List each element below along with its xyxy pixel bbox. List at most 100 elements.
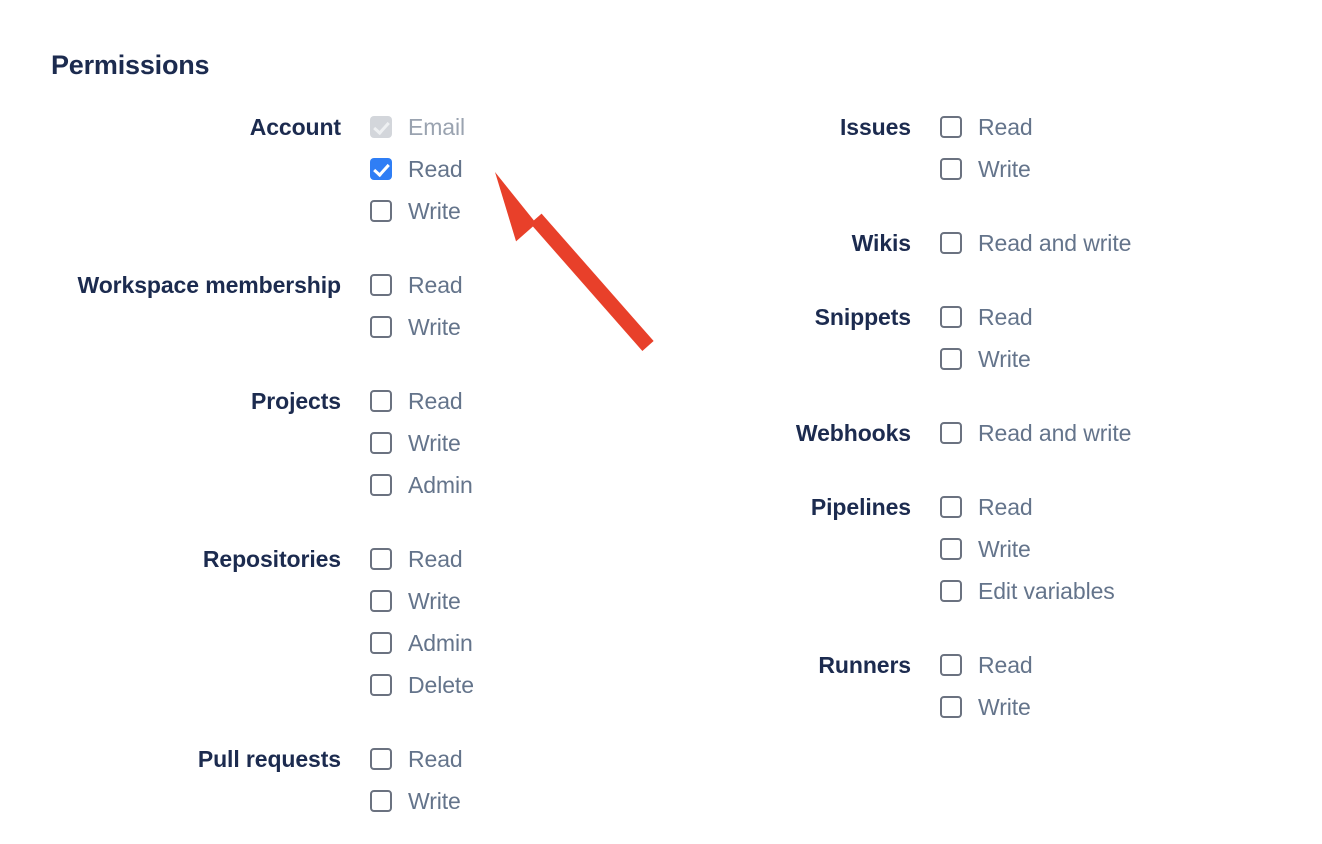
permission-option-label: Write (978, 693, 1031, 720)
page-title: Permissions (51, 50, 210, 80)
checkbox-unchecked[interactable] (940, 538, 962, 560)
permission-option-row[interactable]: Write (370, 190, 660, 232)
checkbox-unchecked[interactable] (940, 496, 962, 518)
permission-option-row[interactable]: Read (370, 538, 660, 580)
checkbox-unchecked[interactable] (370, 674, 392, 696)
permission-option-list: Read and write (911, 222, 1322, 264)
checkbox-checked[interactable] (370, 158, 392, 180)
permission-group-label: Webhooks (795, 420, 911, 446)
permission-option-row[interactable]: Write (370, 422, 660, 464)
permission-option-row[interactable]: Write (940, 528, 1322, 570)
permission-group: Wikis Read and write (660, 222, 1322, 264)
permission-option-row[interactable]: Read and write (940, 222, 1322, 264)
checkbox-unchecked[interactable] (370, 748, 392, 770)
permission-option-row[interactable]: Delete (370, 664, 660, 706)
permission-option-row[interactable]: Read and write (940, 412, 1322, 454)
checkbox-unchecked[interactable] (370, 274, 392, 296)
checkbox-unchecked[interactable] (370, 432, 392, 454)
checkbox-unchecked[interactable] (370, 390, 392, 412)
permission-group-label: Projects (251, 388, 341, 414)
permission-option-label: Edit variables (978, 577, 1115, 604)
checkbox-unchecked[interactable] (940, 422, 962, 444)
checkbox-unchecked[interactable] (370, 590, 392, 612)
permission-group: Webhooks Read and write (660, 412, 1322, 454)
permission-option-row[interactable]: Read (940, 106, 1322, 148)
checkbox-unchecked[interactable] (370, 474, 392, 496)
checkbox-unchecked[interactable] (370, 316, 392, 338)
permission-option-list: Read and write (911, 412, 1322, 454)
checkbox-unchecked[interactable] (940, 232, 962, 254)
permission-option-label: Write (408, 197, 461, 224)
permission-option-label: Write (978, 535, 1031, 562)
permission-group-label: Repositories (202, 546, 341, 572)
permission-option-label: Admin (408, 471, 473, 498)
permission-group-label: Wikis (851, 230, 911, 256)
permission-option-row[interactable]: Read (940, 296, 1322, 338)
permission-option-row[interactable]: Admin (370, 622, 660, 664)
checkbox-unchecked[interactable] (940, 696, 962, 718)
permission-option-row[interactable]: Read (940, 644, 1322, 686)
permission-option-row[interactable]: Admin (370, 464, 660, 506)
permission-option-label: Read (408, 387, 463, 414)
checkbox-unchecked[interactable] (940, 654, 962, 676)
checkbox-unchecked[interactable] (370, 200, 392, 222)
permission-option-label: Read (408, 155, 463, 182)
permission-option-label: Read (978, 493, 1033, 520)
checkbox-unchecked[interactable] (370, 548, 392, 570)
permission-option-row[interactable]: Read (370, 264, 660, 306)
permission-option-row[interactable]: Write (370, 780, 660, 822)
permission-option-row[interactable]: Read (370, 380, 660, 422)
permission-option-row[interactable]: Write (940, 148, 1322, 190)
checkbox-unchecked[interactable] (940, 158, 962, 180)
checkbox-unchecked[interactable] (370, 632, 392, 654)
permission-option-label: Read (978, 113, 1033, 140)
permission-option-label: Read (408, 271, 463, 298)
permission-group-label: Snippets (814, 304, 911, 330)
permission-option-label: Read and write (978, 229, 1132, 256)
permission-option-row[interactable]: Read (370, 738, 660, 780)
permission-option-label: Write (408, 429, 461, 456)
checkbox-unchecked[interactable] (940, 348, 962, 370)
permission-option-label: Admin (408, 629, 473, 656)
permission-option-label: Read (408, 545, 463, 572)
permission-option-label: Read (978, 651, 1033, 678)
checkbox-unchecked[interactable] (940, 306, 962, 328)
permission-option-label: Write (408, 587, 461, 614)
permission-option-row[interactable]: Write (940, 686, 1322, 728)
permission-option-row[interactable]: Email (370, 106, 660, 148)
permission-group-label: Account (249, 114, 341, 140)
permission-group-label: Workspace membership (77, 272, 342, 298)
permission-option-label: Read (978, 303, 1033, 330)
permission-option-row[interactable]: Read (370, 148, 660, 190)
permission-group-label: Pipelines (810, 494, 911, 520)
permission-option-row[interactable]: Write (370, 580, 660, 622)
checkbox-unchecked[interactable] (940, 116, 962, 138)
checkbox-unchecked[interactable] (940, 580, 962, 602)
permission-group-label: Runners (818, 652, 911, 678)
permission-option-label: Write (978, 345, 1031, 372)
permission-group-label: Issues (839, 114, 911, 140)
permission-option-label: Delete (408, 671, 474, 698)
permission-option-row[interactable]: Write (370, 306, 660, 348)
checkbox-unchecked[interactable] (370, 790, 392, 812)
permission-option-row[interactable]: Read (940, 486, 1322, 528)
permission-option-row[interactable]: Edit variables (940, 570, 1322, 612)
permission-option-label: Write (408, 313, 461, 340)
permission-option-row[interactable]: Write (940, 338, 1322, 380)
